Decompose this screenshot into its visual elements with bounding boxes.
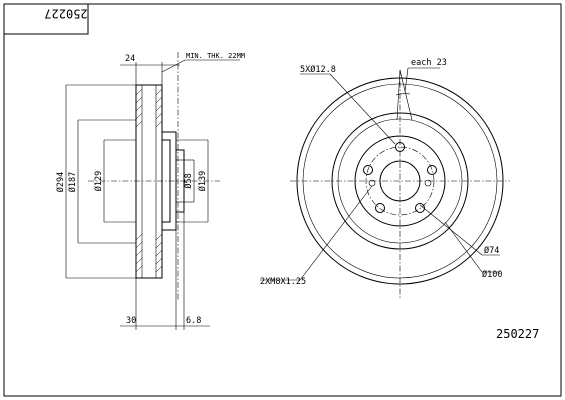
dim-center-bore: Ø58	[183, 173, 194, 188]
drawing-frame	[3, 3, 562, 397]
section-hatching	[135, 88, 163, 273]
part-number-label: 250227	[44, 7, 87, 21]
label-bolt-holes: 5XØ12.8	[300, 64, 336, 75]
dim-diameter-inner: Ø129	[93, 171, 104, 191]
label-angle: each 23	[411, 58, 447, 68]
label-pcd-74: Ø74	[484, 245, 499, 256]
dim-height: 30	[126, 316, 136, 326]
bolt-holes	[363, 142, 437, 213]
dim-diameter-hat: Ø187	[67, 172, 78, 192]
dim-hat-thickness: 6.8	[186, 316, 201, 326]
dim-thickness: 24	[125, 54, 135, 64]
drawing-number: 250227	[496, 327, 539, 341]
label-threads: 2XM8X1.25	[260, 277, 306, 287]
side-view: 24 MIN. THK. 22MM Ø294 Ø187 Ø129 Ø58 Ø13…	[55, 52, 245, 330]
dim-hat-outer: Ø139	[197, 171, 208, 191]
dim-diameter-outer: Ø294	[55, 172, 66, 192]
front-view: 5XØ12.8 each 23 2XM8X1.25 Ø74 Ø100	[260, 58, 510, 300]
label-pcd-100: Ø100	[482, 269, 502, 280]
part-number-box: 250227	[3, 3, 89, 35]
dim-min-thickness: MIN. THK. 22MM	[186, 52, 245, 60]
